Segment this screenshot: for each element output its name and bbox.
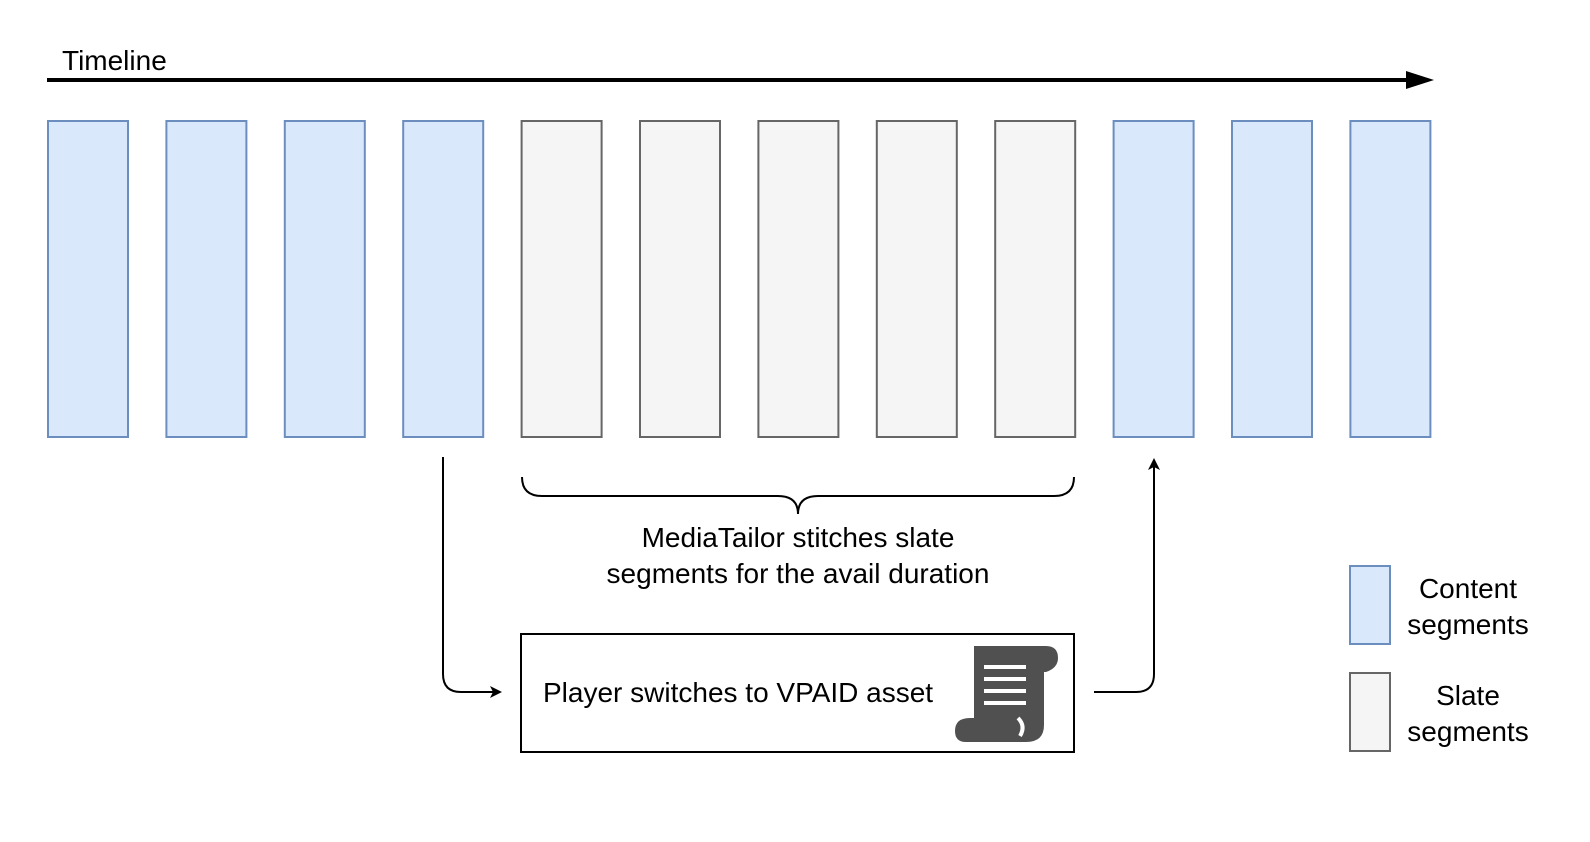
switch-to-vpaid-arrow [442, 457, 502, 698]
legend-slate-swatch [1349, 672, 1391, 752]
content-segment [1349, 120, 1432, 438]
content-segment [47, 120, 129, 438]
segment-row [47, 120, 1432, 438]
legend-slate-line2: segments [1407, 716, 1528, 747]
slate-brace [521, 476, 1075, 515]
return-to-content-arrow [1094, 458, 1160, 693]
content-segment [283, 120, 366, 438]
legend: Content segments Slate segments [1349, 565, 1529, 752]
slate-segment [757, 120, 840, 438]
player-box-label: Player switches to VPAID asset [543, 677, 933, 708]
slate-segment [875, 120, 958, 438]
slate-segment [520, 120, 603, 438]
content-segment [402, 120, 485, 438]
legend-slate-line1: Slate [1436, 680, 1500, 711]
timeline-arrow [47, 71, 1434, 89]
content-segment [1112, 120, 1195, 438]
slate-segment [994, 120, 1077, 438]
content-segment [1231, 120, 1313, 438]
legend-content-swatch [1349, 565, 1391, 645]
script-scroll-icon [955, 646, 1058, 742]
player-box: Player switches to VPAID asset [520, 633, 1075, 753]
stitch-note-line1: MediaTailor stitches slate [642, 522, 955, 553]
stitch-note-line2: segments for the avail duration [607, 558, 990, 589]
timeline-label: Timeline [62, 45, 167, 76]
legend-content-line1: Content [1419, 573, 1517, 604]
legend-content-line2: segments [1407, 609, 1528, 640]
content-segment [165, 120, 248, 438]
slate-segment [639, 120, 721, 438]
